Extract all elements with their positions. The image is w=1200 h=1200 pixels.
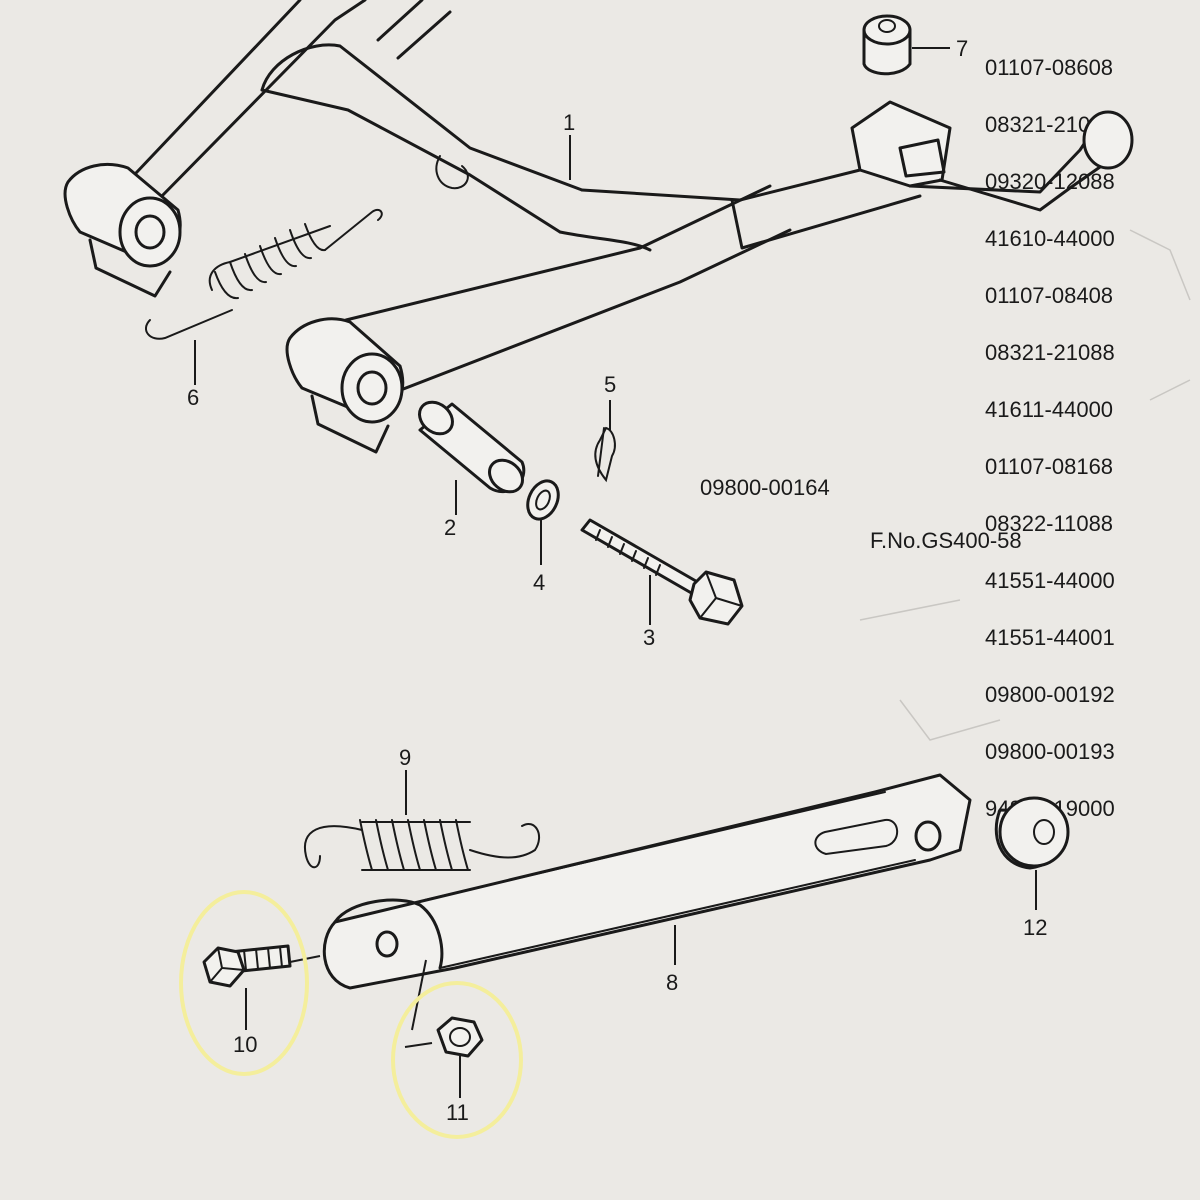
clip-part-5 — [594, 426, 616, 483]
collar-part-2 — [418, 400, 526, 494]
callout-12: 12 — [1023, 915, 1047, 940]
ghost-part-number: 41610-44000 — [985, 226, 1115, 251]
ghost-part-number: 01107-08408 — [985, 283, 1113, 308]
ghost-sketch — [859, 229, 1191, 741]
callout-10: 10 — [233, 1032, 257, 1057]
ghost-part-number: 41551-44000 — [985, 568, 1115, 593]
ghost-part-number: 08321-21088 — [985, 340, 1115, 365]
centre-stand-frame — [63, 0, 1134, 454]
callout-7: 7 — [956, 36, 968, 61]
highlight-circles — [179, 890, 523, 1139]
ghost-part-number: 09800-00164 — [700, 475, 830, 500]
bolt-part-3 — [580, 518, 744, 626]
ghost-frame-number: F.No.GS400-58 — [870, 528, 1022, 553]
callout-5: 5 — [604, 372, 616, 397]
ghost-part-number: 01107-08608 — [985, 55, 1113, 80]
side-stand-part-8 — [322, 773, 972, 990]
callout-1: 1 — [563, 110, 575, 135]
rubber-stop-part-12 — [994, 796, 1070, 870]
callout-3: 3 — [643, 625, 655, 650]
rubber-stop-part-7 — [862, 14, 912, 76]
ghost-part-number: 41551-44001 — [985, 625, 1115, 650]
spring-part-6 — [145, 208, 383, 340]
ghost-part-number: 09800-00192 — [985, 682, 1115, 707]
callout-9: 9 — [399, 745, 411, 770]
highlight-circle-part-11 — [391, 981, 523, 1139]
highlight-circle-part-10 — [179, 890, 309, 1076]
nut-part-11 — [436, 1016, 484, 1058]
ghost-part-number: 41611-44000 — [985, 397, 1113, 422]
spring-part-9 — [303, 819, 541, 871]
callout-8: 8 — [666, 970, 678, 995]
ghost-part-number: 01107-08168 — [985, 454, 1113, 479]
callout-11: 11 — [446, 1100, 469, 1125]
bolt-part-10 — [202, 944, 292, 988]
callout-4: 4 — [533, 570, 545, 595]
ghost-part-number: 08322-11088 — [985, 511, 1113, 536]
ghost-part-number: 09800-00193 — [985, 739, 1115, 764]
callout-2: 2 — [444, 515, 456, 540]
callouts: 1 2 3 4 5 6 7 8 9 12 10 11 — [187, 36, 1047, 1125]
washer-part-4 — [526, 479, 560, 521]
leader-lines — [194, 47, 1037, 1098]
callout-6: 6 — [187, 385, 199, 410]
